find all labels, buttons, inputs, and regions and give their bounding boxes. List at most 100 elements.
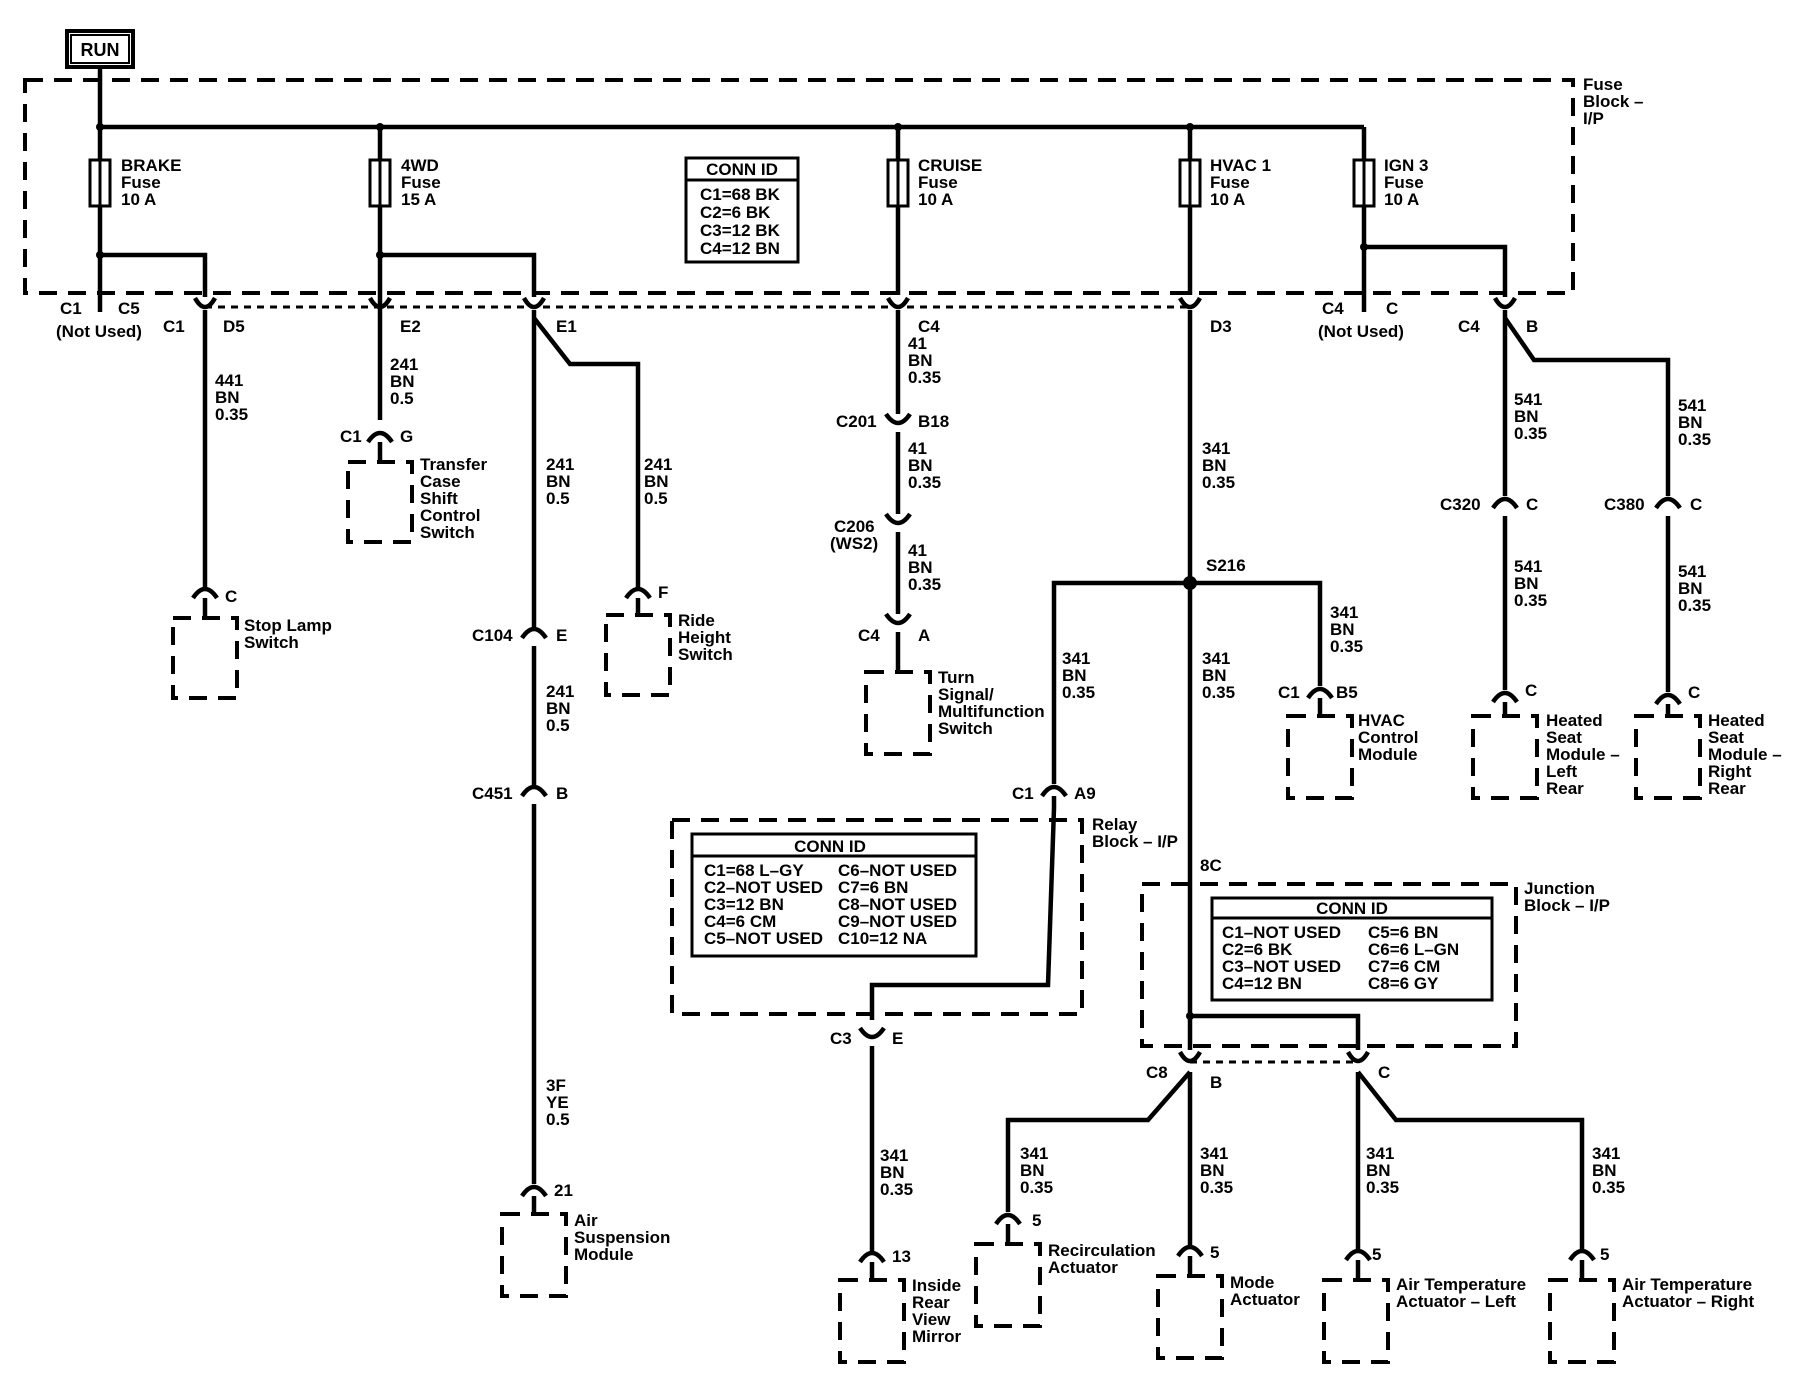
wire-341-h: 341 BN 0.35 — [1366, 1144, 1399, 1197]
svg-text:Heated Seat Module: Heated Seat Module – Left Rear — [1546, 711, 1624, 798]
4wd-fuse: 4WD Fuse 15 A — [368, 156, 445, 209]
wire-41-a: 41 BN 0.35 — [908, 334, 941, 387]
wire-341-f: 341 BN 0.35 — [1020, 1144, 1053, 1197]
wire-541-a: 541 BN 0.35 — [1514, 390, 1547, 443]
fuse-block-conn-id: CONN ID C1=68 BK C2=6 BK C3=12 BK C4=12 … — [684, 156, 800, 264]
connector-c380: C380 C — [1604, 495, 1702, 692]
connector-c3-e: C3 E — [830, 1026, 903, 1252]
svg-text:C104 E: C104 E — [472, 626, 567, 645]
svg-text:Air Temperature Actuator: Air Temperature Actuator – Left — [1396, 1275, 1531, 1311]
svg-text:IGN 3 Fuse 10 A: IGN 3 Fuse 10 A — [1384, 156, 1433, 209]
svg-text:C1 A9: C1 A9 — [1012, 784, 1096, 803]
svg-text:Relay Block – I/P: Relay Block – I/P — [1092, 815, 1178, 851]
svg-text:Inside Rear View: Inside Rear View Mirror — [912, 1276, 966, 1346]
wire-341-e: 341 BN 0.35 — [880, 1146, 913, 1199]
heated-seat-module-left-rear: C Heated Seat Module – Left Rear — [1471, 681, 1624, 800]
svg-text:C380 C: C380 C — [1604, 495, 1702, 514]
svg-text:C201 B18: C201 B18 — [836, 412, 949, 431]
svg-text:Recirculation Actuator: Recirculation Actuator — [1048, 1241, 1160, 1277]
wire-241-c: 241 BN 0.5 — [644, 455, 677, 508]
svg-text:C320 C: C320 C — [1440, 495, 1538, 514]
svg-text:5: 5 — [1600, 1245, 1609, 1264]
wire-341-d: 341 BN 0.35 — [1330, 603, 1363, 656]
svg-text:4WD Fuse 15 A: 4WD Fuse 15 A — [401, 156, 445, 209]
hvac-control-module: C1 B5 HVAC Control Module — [1278, 683, 1423, 800]
svg-text:Stop Lamp Switch: Stop Lamp Switch — [244, 616, 337, 652]
svg-text:Mode Actuator: Mode Actuator — [1230, 1273, 1300, 1309]
svg-text:Heated Seat Module: Heated Seat Module – Right Rear — [1708, 711, 1786, 798]
wire-41-b: 41 BN 0.35 — [908, 439, 941, 492]
wire-241-b: 241 BN 0.5 — [546, 455, 579, 508]
splice-s216-label: S216 — [1206, 556, 1246, 575]
svg-text:Air Suspension Mod: Air Suspension Module — [574, 1211, 675, 1264]
unused-left-pins: C1 C5 — [60, 299, 140, 318]
connector-c206: C206 (WS2) — [830, 512, 912, 614]
svg-text:C3 E: C3 E — [830, 1029, 903, 1048]
wire-341-b: 341 BN 0.35 — [1062, 649, 1095, 702]
run-label: RUN — [81, 40, 120, 60]
svg-text:C5=6 BN C6=6 L–GN: C5=6 BN C6=6 L–GN C7=6 CM C8=6 GY — [1368, 923, 1464, 993]
svg-text:C: C — [1378, 1063, 1390, 1082]
svg-text:13: 13 — [892, 1247, 911, 1266]
svg-text:Turn Signal/ Multi: Turn Signal/ Multifunction Switch — [938, 668, 1049, 738]
svg-text:F: F — [658, 583, 668, 602]
svg-text:5: 5 — [1372, 1245, 1381, 1264]
unused-right-pins: C4 C — [1322, 299, 1398, 318]
svg-text:C: C — [1688, 683, 1700, 702]
connector-c8: C8 B C — [1146, 1050, 1390, 1092]
run-power-source: RUN — [65, 29, 135, 69]
wire-241-d: 241 BN 0.5 — [546, 682, 579, 735]
fuse-block: Fuse Block – I/P — [23, 75, 1643, 295]
pin-e2: E2 — [400, 317, 421, 336]
turn-signal-multifunction-switch: C4 A Turn Signal/ Multifunction Switch — [858, 612, 1049, 756]
svg-text:5: 5 — [1210, 1243, 1219, 1262]
wire-341-i: 341 BN 0.35 — [1592, 1144, 1625, 1197]
junction-block: Junction Block – I/P CONN ID C1–NOT USED… — [1140, 879, 1610, 1048]
svg-text:Transfer Case Shif: Transfer Case Shift Control Switch — [420, 455, 492, 542]
svg-text:C8 B: C8 B — [1146, 1063, 1222, 1092]
wire-3f: 3F YE 0.5 — [546, 1076, 573, 1129]
wire-341-g: 341 BN 0.35 — [1200, 1144, 1233, 1197]
cruise-fuse: CRUISE Fuse 10 A — [886, 156, 987, 209]
svg-text:BRAKE Fuse 10 A: BRAKE Fuse 10 A — [121, 156, 186, 209]
pin-d3: D3 — [1210, 317, 1232, 336]
connector-c104: C104 E — [472, 626, 567, 786]
air-temperature-actuator-right: 5 Air Temperature Actuator – Right — [1548, 1245, 1757, 1364]
relay-block: Relay Block – I/P CONN ID C1=68 L–GY C2–… — [670, 815, 1178, 1016]
transfer-case-shift-control-switch: C1 G Transfer Case Shift Control Switch — [340, 427, 492, 544]
svg-text:Junction Block – I/P: Junction Block – I/P — [1524, 879, 1610, 915]
pin-row — [193, 296, 1517, 310]
svg-text:C206 (WS2): C206 (WS2) — [830, 517, 879, 553]
air-temperature-actuator-left: 5 Air Temperature Actuator – Left — [1322, 1245, 1531, 1364]
svg-text:5: 5 — [1032, 1211, 1041, 1230]
wire-541-c: 541 BN 0.35 — [1514, 557, 1547, 610]
svg-text:21: 21 — [554, 1181, 573, 1200]
svg-text:HVAC 1 Fuse 10 A: HVAC 1 Fuse 10 A — [1210, 156, 1276, 209]
unused-left-note: (Not Used) — [56, 322, 142, 341]
svg-text:C1=68 BK C2=6 BK C: C1=68 BK C2=6 BK C3=12 BK C4=12 BN — [700, 185, 785, 258]
pin-c4: C4 — [918, 317, 940, 336]
svg-text:C4 A: C4 A — [858, 626, 930, 645]
svg-text:HVAC Control Modul: HVAC Control Module — [1358, 711, 1423, 764]
stop-lamp-switch: C Stop Lamp Switch — [171, 586, 337, 700]
svg-text:CONN ID: CONN ID — [706, 160, 778, 179]
svg-text:C: C — [225, 587, 237, 606]
ign3-fuse: IGN 3 Fuse 10 A — [1352, 156, 1433, 209]
connector-c451: C451 B — [472, 784, 568, 1184]
svg-text:Ride Height Switch: Ride Height Switch — [678, 611, 736, 664]
pin-c4-b: C4 B — [1458, 317, 1538, 336]
wire-41-c: 41 BN 0.35 — [908, 541, 941, 594]
svg-text:C6–NOT USED C7=6 BN: C6–NOT USED C7=6 BN C8–NOT USED C9–NOT U… — [838, 861, 962, 948]
wire-341-c: 341 BN 0.35 — [1202, 649, 1235, 702]
svg-text:CONN ID: CONN ID — [1316, 899, 1388, 918]
pin-8c: 8C — [1200, 856, 1222, 875]
svg-text:C1 B5: C1 B5 — [1278, 683, 1358, 702]
svg-text:CONN ID: CONN ID — [794, 837, 866, 856]
svg-text:CRUISE Fuse 10 A: CRUISE Fuse 10 A — [918, 156, 987, 209]
pin-c1-d5: C1 D5 — [163, 317, 245, 336]
svg-text:C1–NOT USED C2=6 BK: C1–NOT USED C2=6 BK C3–NOT USED C4=12 BN — [1222, 923, 1346, 993]
svg-text:C: C — [1525, 681, 1537, 700]
connector-c1-a9: C1 A9 — [1012, 784, 1096, 803]
svg-text:Air Temperature Actuator: Air Temperature Actuator – Right — [1622, 1275, 1757, 1311]
